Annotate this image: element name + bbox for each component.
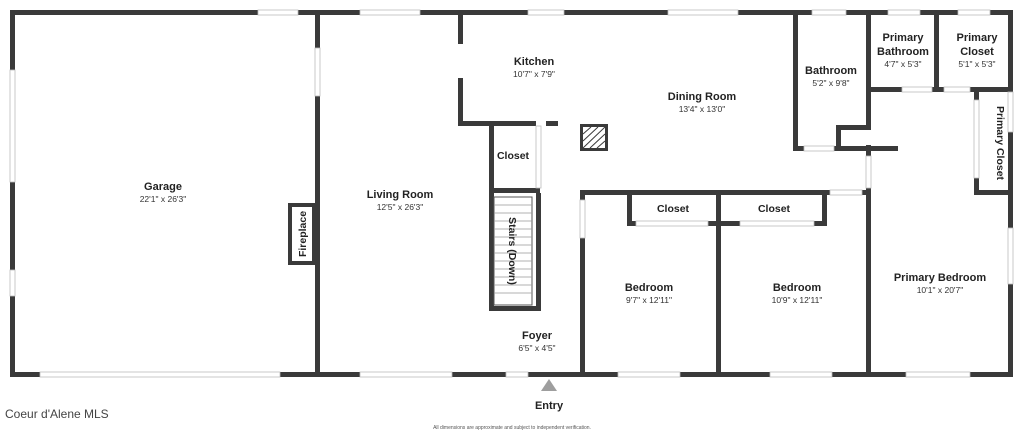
garage-label: Garage bbox=[144, 181, 182, 193]
bedroom2-label: Bedroom bbox=[773, 282, 822, 294]
primary-closet-top-label-2: Closet bbox=[960, 46, 994, 58]
dining-room-dims: 13'4" x 13'0" bbox=[679, 104, 726, 114]
hall-closet-label: Closet bbox=[497, 150, 530, 162]
primary-closet-top-dims: 5'1" x 5'3" bbox=[958, 59, 995, 69]
bedroom1-dims: 9'7" x 12'11" bbox=[626, 295, 672, 305]
foyer-label: Foyer bbox=[522, 330, 553, 342]
primary-bathroom-label-1: Primary bbox=[883, 32, 925, 44]
chimney-symbol bbox=[582, 126, 606, 149]
foyer-dims: 6'5" x 4'5" bbox=[518, 343, 555, 353]
bedroom2-dims: 10'9" x 12'11" bbox=[772, 295, 823, 305]
living-room-label: Living Room bbox=[367, 189, 434, 201]
fireplace-label: Fireplace bbox=[297, 211, 309, 257]
primary-closet-top-label-1: Primary bbox=[957, 32, 999, 44]
primary-bedroom-dims: 10'1" x 20'7" bbox=[917, 285, 964, 295]
bedroom2-closet-label: Closet bbox=[758, 203, 791, 215]
fireplace-symbol bbox=[292, 207, 312, 261]
dining-room-label: Dining Room bbox=[668, 91, 737, 103]
bathroom-dims: 5'2" x 9'8" bbox=[812, 78, 849, 88]
stairs-label: Stairs (Down) bbox=[506, 217, 518, 285]
entry-arrow-icon bbox=[541, 379, 557, 391]
bedroom1-label: Bedroom bbox=[625, 282, 674, 294]
kitchen-label: Kitchen bbox=[514, 56, 555, 68]
living-room-dims: 12'5" x 26'3" bbox=[377, 202, 424, 212]
entry-label: Entry bbox=[535, 400, 564, 412]
kitchen-dims: 10'7" x 7'9" bbox=[513, 69, 555, 79]
windows bbox=[9, 9, 1014, 378]
primary-closet-side-label: Primary Closet bbox=[994, 106, 1006, 181]
primary-bedroom-label: Primary Bedroom bbox=[894, 272, 987, 284]
primary-bathroom-dims: 4'7" x 5'3" bbox=[884, 59, 921, 69]
bedroom1-closet-label: Closet bbox=[657, 203, 690, 215]
bathroom-label: Bathroom bbox=[805, 65, 857, 77]
watermark: Coeur d'Alene MLS bbox=[5, 407, 109, 421]
primary-bathroom-label-2: Bathroom bbox=[877, 46, 929, 58]
stairs-symbol bbox=[493, 196, 533, 306]
garage-dims: 22'1" x 26'3" bbox=[140, 194, 187, 204]
disclaimer: All dimensions are approximate and subje… bbox=[433, 425, 591, 431]
